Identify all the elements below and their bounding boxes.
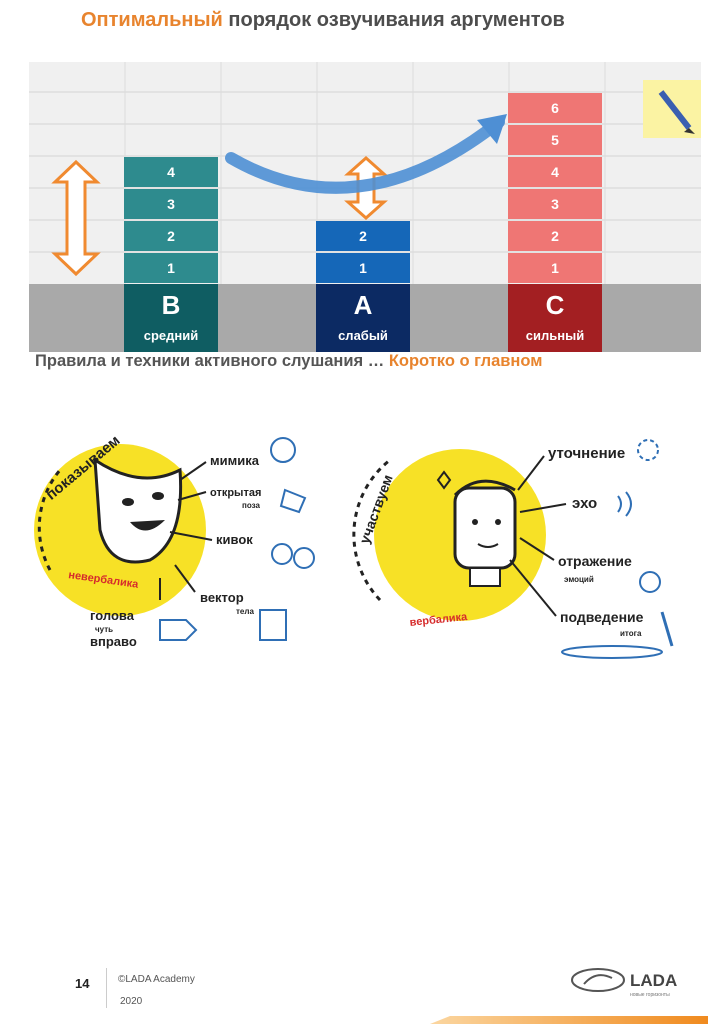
- column-cell: [508, 125, 602, 155]
- column-cell-value: 1: [167, 260, 175, 276]
- column-cell: [124, 253, 218, 283]
- column-cell-value: 2: [167, 228, 175, 244]
- column-label: сильный: [526, 328, 584, 343]
- column-cell-value: 3: [551, 196, 559, 212]
- column-label: слабый: [338, 328, 388, 343]
- section-subtitle-accent: Коротко о главном: [388, 352, 543, 370]
- target-icon: [637, 439, 659, 461]
- column-letter: B: [162, 290, 181, 320]
- curved-arrow-icon: [225, 114, 507, 194]
- column-cell: [508, 157, 602, 187]
- label-emotions: эмоций: [564, 575, 594, 584]
- label-head: голова: [90, 608, 135, 623]
- section-subtitle-main: Правила и техники активного слушания …: [35, 352, 389, 370]
- verbal-sketch: участвуем уточнение эхо отражение эмоций…: [352, 439, 674, 659]
- column-cell: [508, 93, 602, 123]
- column-letter: A: [354, 290, 373, 320]
- label-clarify: уточнение: [548, 445, 625, 462]
- label-kivok: кивок: [216, 532, 253, 547]
- column-cell-value: 2: [551, 228, 559, 244]
- hand-doodle-icon: [279, 488, 307, 514]
- column-cell-value: 6: [551, 100, 559, 116]
- column-cell-value: 2: [359, 228, 367, 244]
- person-doodle-icon: [259, 609, 287, 641]
- mirror-icon: [639, 571, 661, 593]
- label-slightly: чуть: [95, 625, 113, 634]
- column-base: [316, 284, 410, 352]
- section-subtitle: Правила и техники активного слушания … К…: [35, 352, 542, 371]
- double-arrow-left-icon: [51, 159, 101, 277]
- label-summary: подведение: [560, 609, 644, 625]
- column-base: [508, 284, 602, 352]
- column-cell-value: 1: [359, 260, 367, 276]
- echo-waves-icon: [617, 491, 632, 517]
- label-result: итога: [620, 629, 642, 638]
- face-doodle-icon: [270, 437, 296, 463]
- column-cell-value: 1: [551, 260, 559, 276]
- logo-tagline: новые горизонты: [630, 992, 670, 998]
- page-number: 14: [75, 976, 90, 991]
- label-body: тела: [236, 607, 254, 616]
- label-echo: эхо: [572, 495, 597, 512]
- column-cell-value: 5: [551, 132, 559, 148]
- column-cell: [508, 189, 602, 219]
- label-verbal: вербалика: [409, 611, 469, 629]
- nod-doodle-icon: [271, 543, 293, 565]
- column-cell: [508, 253, 602, 283]
- lada-logo: LADA новые горизонты: [571, 968, 677, 998]
- label-reflect: отражение: [558, 553, 632, 569]
- column-letter: C: [546, 290, 565, 320]
- column-cell: [124, 221, 218, 251]
- nonverbal-sketch: показываем мимика открытая поза кивок ве…: [34, 432, 315, 649]
- footer-copyright: ©LADA Academy: [118, 974, 195, 985]
- label-vector: вектор: [200, 590, 244, 605]
- label-mimika: мимика: [210, 453, 260, 468]
- column-base: [124, 284, 218, 352]
- bottom-accent-stripe: [430, 1016, 708, 1024]
- gear-doodle-icon: [436, 470, 452, 490]
- listener-head-icon: [453, 479, 517, 587]
- column-label: средний: [144, 328, 199, 343]
- column-cell-value: 4: [167, 164, 175, 180]
- column-cell: [316, 253, 410, 283]
- column-cell: [124, 157, 218, 187]
- page-title: Оптимальный порядок озвучивания аргумент…: [81, 9, 565, 32]
- page-title-accent: Оптимальный: [81, 9, 223, 31]
- footer-year: 2020: [120, 996, 143, 1007]
- column-cell-value: 4: [551, 164, 559, 180]
- logo-text: LADA: [630, 971, 677, 990]
- label-open: открытая: [210, 487, 261, 499]
- column-cell: [316, 221, 410, 251]
- pencil-doodle-icon: [660, 611, 674, 647]
- column-cell-value: 3: [167, 196, 175, 212]
- label-right: вправо: [90, 634, 137, 649]
- mask-icon: [93, 457, 183, 564]
- column-cell: [124, 189, 218, 219]
- column-cell: [508, 221, 602, 251]
- note-pencil-icon: [643, 80, 701, 138]
- label-pose: поза: [242, 501, 260, 510]
- page-title-rest: порядок озвучивания аргументов: [222, 9, 565, 31]
- direction-sign-icon: [159, 619, 198, 641]
- footer-divider: [106, 968, 107, 1008]
